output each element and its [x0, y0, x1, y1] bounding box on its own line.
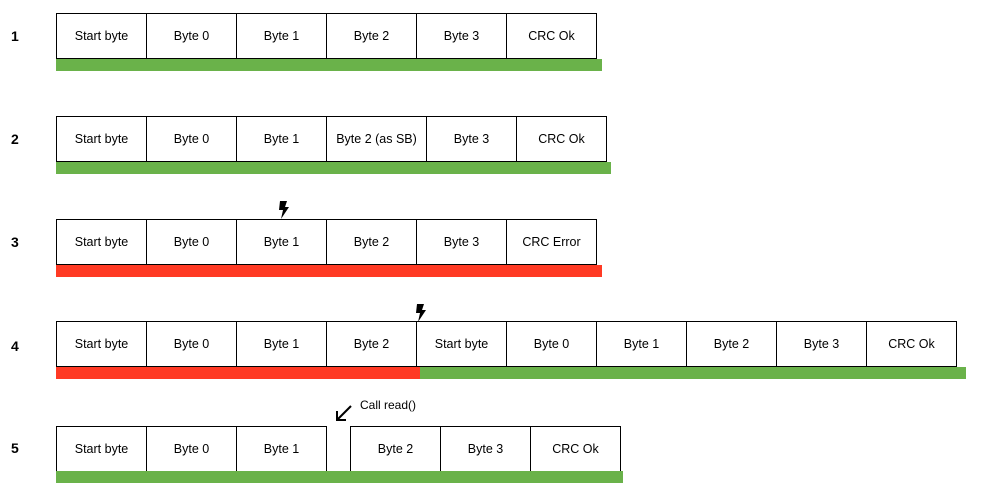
- arrow-down-left-icon: [336, 405, 352, 421]
- crc-cell: CRC Error: [506, 219, 597, 265]
- row-number-3: 3: [11, 234, 19, 250]
- status-bar-ok: [56, 162, 611, 174]
- status-bar-ok: [56, 471, 623, 483]
- byte-cell: Byte 1: [236, 116, 327, 162]
- packet-row-3: Start byte Byte 0 Byte 1 Byte 2 Byte 3 C…: [56, 219, 597, 265]
- byte-cell: Start byte: [56, 13, 147, 59]
- byte-cell: Byte 2: [326, 219, 417, 265]
- row-number-2: 2: [11, 131, 19, 147]
- byte-cell: Byte 2 (as SB): [326, 116, 427, 162]
- packet-row-5-part-1: Start byte Byte 0 Byte 1: [56, 426, 327, 472]
- row-number-5: 5: [11, 440, 19, 456]
- status-bar-ok: [56, 59, 602, 71]
- crc-cell: CRC Ok: [506, 13, 597, 59]
- byte-cell: Start byte: [56, 426, 147, 472]
- packet-row-5-part-2: Byte 2 Byte 3 CRC Ok: [350, 426, 621, 472]
- byte-cell: Byte 3: [776, 321, 867, 367]
- byte-cell: Byte 3: [440, 426, 531, 472]
- packet-row-1: Start byte Byte 0 Byte 1 Byte 2 Byte 3 C…: [56, 13, 597, 59]
- byte-cell: Byte 2: [326, 13, 417, 59]
- status-bar-ok: [420, 367, 966, 379]
- row-number-1: 1: [11, 28, 19, 44]
- byte-cell: Byte 0: [146, 321, 237, 367]
- row-number-4: 4: [11, 338, 19, 354]
- byte-cell: Byte 1: [596, 321, 687, 367]
- byte-cell: Byte 3: [416, 219, 507, 265]
- byte-cell: Byte 3: [426, 116, 517, 162]
- byte-cell: Start byte: [56, 219, 147, 265]
- call-read-label: Call read(): [360, 398, 417, 412]
- byte-cell: Byte 2: [686, 321, 777, 367]
- byte-cell: Byte 0: [146, 219, 237, 265]
- byte-cell: Byte 0: [146, 13, 237, 59]
- crc-cell: CRC Ok: [866, 321, 957, 367]
- lightning-bolt-icon: [279, 201, 289, 219]
- crc-cell: CRC Ok: [530, 426, 621, 472]
- byte-cell: Byte 1: [236, 426, 327, 472]
- packet-row-4: Start byte Byte 0 Byte 1 Byte 2 Start by…: [56, 321, 957, 367]
- status-bar-error: [56, 265, 602, 277]
- byte-cell: Start byte: [416, 321, 507, 367]
- byte-cell: Byte 1: [236, 219, 327, 265]
- byte-cell: Start byte: [56, 321, 147, 367]
- byte-cell: Byte 1: [236, 13, 327, 59]
- byte-cell: Byte 2: [350, 426, 441, 472]
- byte-cell: Byte 1: [236, 321, 327, 367]
- packet-row-2: Start byte Byte 0 Byte 1 Byte 2 (as SB) …: [56, 116, 607, 162]
- lightning-bolt-icon: [416, 304, 426, 322]
- crc-cell: CRC Ok: [516, 116, 607, 162]
- byte-cell: Byte 0: [146, 426, 237, 472]
- byte-cell: Byte 0: [146, 116, 237, 162]
- byte-cell: Byte 2: [326, 321, 417, 367]
- byte-cell: Start byte: [56, 116, 147, 162]
- byte-cell: Byte 0: [506, 321, 597, 367]
- status-bar-error: [56, 367, 420, 379]
- byte-cell: Byte 3: [416, 13, 507, 59]
